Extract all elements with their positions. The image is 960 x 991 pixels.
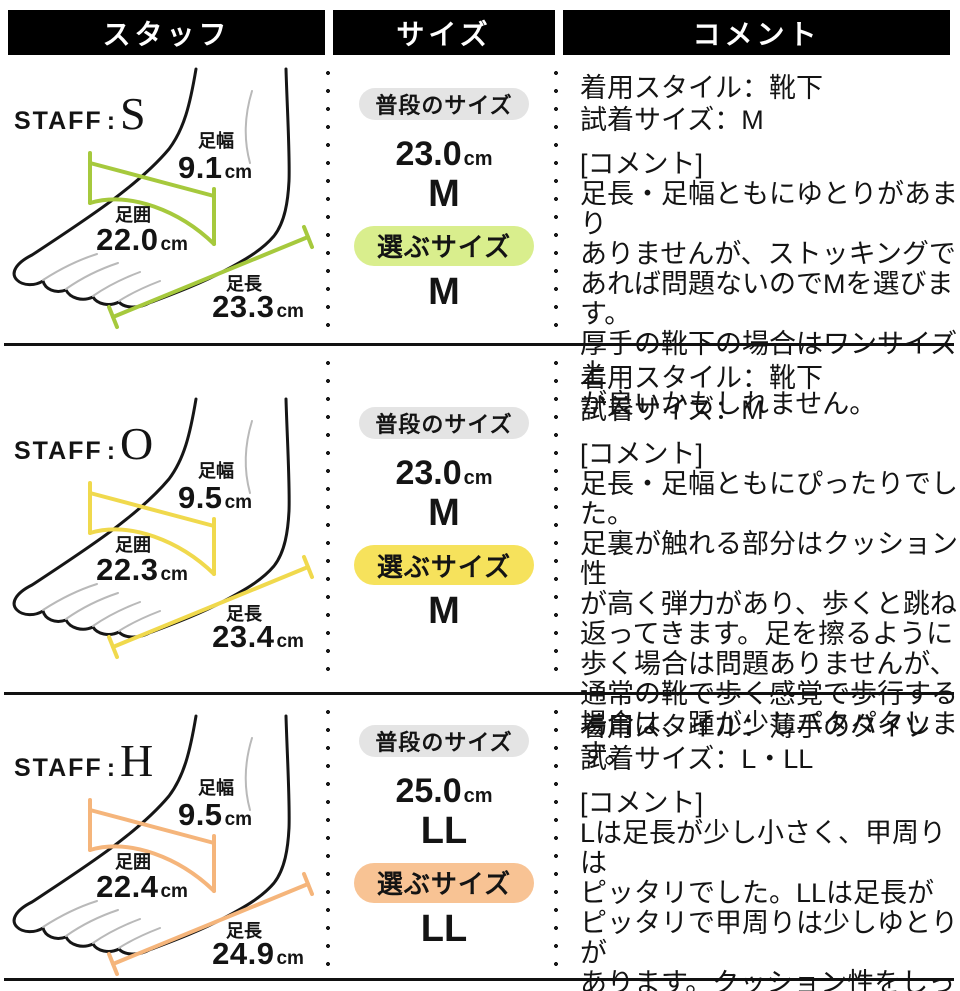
wear-style-meta: 着用スタイル：靴下 試着サイズ：M	[580, 363, 823, 425]
chosen-size-pill: 選ぶサイズ	[354, 225, 534, 266]
header-col-size: サイズ	[333, 10, 555, 55]
foot-length-label: 足長	[226, 604, 262, 624]
usual-size-letter: M	[428, 492, 460, 534]
usual-size-pill: 普段のサイズ	[359, 724, 529, 757]
foot-girth-label: 足囲	[115, 205, 151, 225]
column-divider-dots	[554, 354, 558, 684]
usual-size-pill: 普段のサイズ	[359, 407, 529, 439]
foot-width-label: 足幅	[198, 461, 234, 481]
usual-size-letter: M	[428, 172, 460, 215]
chosen-size-pill: 選ぶサイズ	[354, 545, 534, 585]
staff-name: STAFF:H	[14, 738, 153, 784]
foot-girth-label: 足囲	[115, 535, 151, 555]
comment-text: [コメント] 足長・足幅ともにぴったりでした。 足裏が触れる部分はクッション性 …	[580, 439, 958, 769]
usual-size-letter: LL	[420, 809, 468, 852]
staff-colon: :	[106, 754, 116, 782]
staff-initial: O	[120, 418, 154, 469]
foot-girth-label: 足囲	[115, 852, 151, 872]
comment-column: 着用スタイル：薄手のタイツ 試着サイズ：L・LL [コメント] Lは足長が少し小…	[558, 695, 960, 991]
staff-name: STAFF:S	[14, 91, 146, 137]
chosen-size-letter: M	[428, 270, 460, 313]
foot-width-label: 足幅	[198, 778, 234, 798]
column-divider-dots	[554, 703, 558, 970]
staff-prefix: STAFF	[14, 437, 103, 465]
staff-name: STAFF:O	[14, 421, 153, 467]
comment-column: 着用スタイル：靴下 試着サイズ：M [コメント] 足長・足幅ともにぴったりでした…	[558, 346, 960, 769]
column-divider-dots	[554, 64, 558, 335]
usual-size-pill: 普段のサイズ	[359, 87, 529, 120]
foot-width-label: 足幅	[198, 131, 234, 151]
staff-colon: :	[106, 437, 116, 465]
column-divider-dots	[326, 703, 330, 970]
comment-column: 着用スタイル：靴下 試着サイズ：M [コメント] 足長・足幅ともにゆとりがあまり…	[558, 56, 960, 419]
wear-style-meta: 着用スタイル：薄手のタイツ 試着サイズ：L・LL	[580, 712, 931, 774]
staff-initial: S	[120, 88, 146, 139]
foot-length-label: 足長	[226, 274, 262, 294]
chosen-size-pill: 選ぶサイズ	[354, 862, 534, 903]
wear-style-meta: 着用スタイル：靴下 試着サイズ：M	[580, 73, 823, 135]
column-divider-dots	[326, 354, 330, 684]
staff-prefix: STAFF	[14, 107, 103, 135]
chosen-size-letter: M	[428, 590, 460, 632]
staff-prefix: STAFF	[14, 754, 103, 782]
row-divider	[4, 343, 954, 346]
header-col-comment: コメント	[563, 10, 950, 55]
chosen-size-letter: LL	[420, 907, 468, 950]
column-divider-dots	[326, 64, 330, 335]
comment-text: [コメント] Lは足長が少し小さく、甲周りは ピッタリでした。LLは足長が ピッ…	[580, 788, 958, 991]
foot-length-label: 足長	[226, 921, 262, 941]
staff-initial: H	[120, 735, 154, 786]
row-divider	[4, 978, 954, 981]
staff-colon: :	[106, 107, 116, 135]
table-header: スタッフ サイズ コメント	[8, 10, 950, 55]
header-col-staff: スタッフ	[8, 10, 325, 55]
row-divider	[4, 692, 954, 695]
